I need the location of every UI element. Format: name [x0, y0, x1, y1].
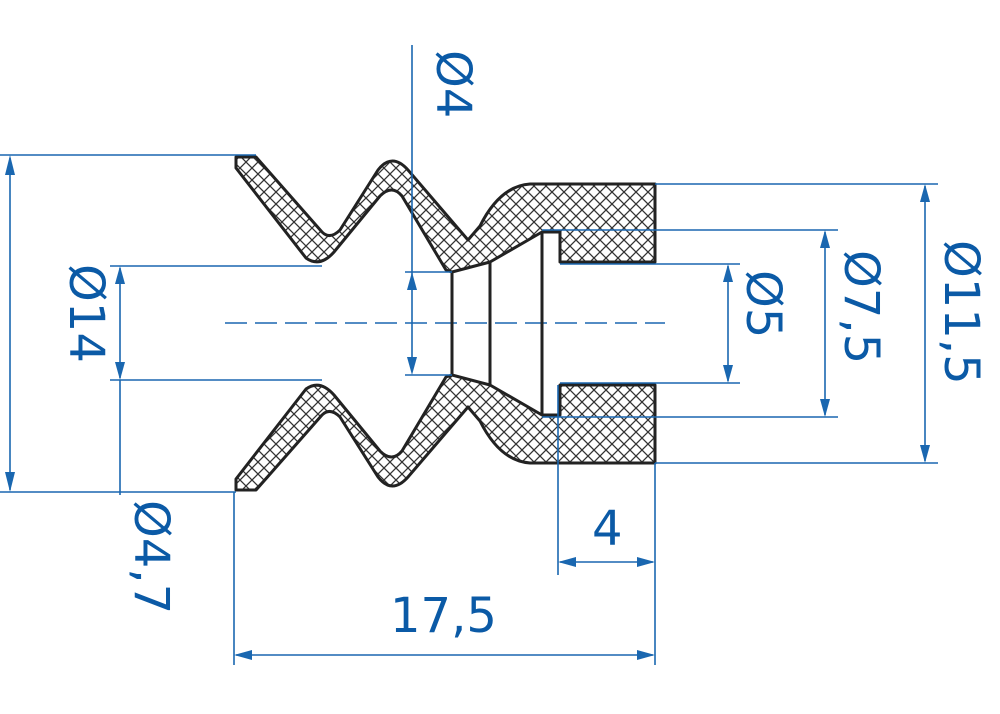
label-d4: Ø4 — [425, 50, 481, 118]
dimension-len-4: 4 — [557, 385, 656, 575]
dimension-len-17-5: 17,5 — [233, 492, 656, 665]
bellows-upper-section — [234, 155, 657, 274]
dimension-d4: Ø4 — [405, 45, 481, 376]
dimension-d14: Ø14 — [0, 154, 256, 493]
dimension-d11-5: Ø11,5 — [655, 183, 989, 464]
label-len-17-5: 17,5 — [390, 588, 497, 644]
label-d7-5: Ø7,5 — [833, 250, 889, 364]
label-d4-7: Ø4,7 — [123, 500, 179, 614]
label-len-4: 4 — [592, 501, 623, 557]
label-d11-5: Ø11,5 — [933, 240, 989, 385]
bellows-lower-section — [234, 373, 657, 492]
label-d5: Ø5 — [735, 270, 791, 338]
dimension-d4-7: Ø4,7 — [110, 265, 322, 614]
inner-bore — [450, 232, 544, 415]
dimension-d5: Ø5 — [560, 263, 791, 384]
dimension-d7-5: Ø7,5 — [542, 229, 889, 418]
label-d14: Ø14 — [58, 264, 114, 363]
